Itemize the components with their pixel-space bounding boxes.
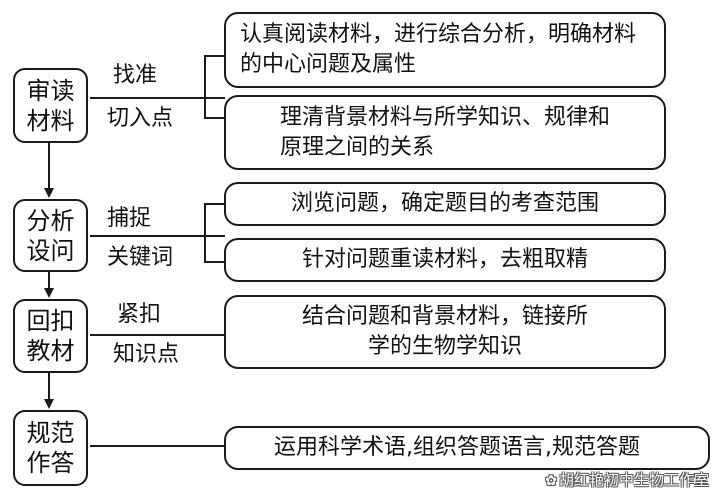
label-step3-bottom: 知识点: [113, 342, 180, 367]
detail-text-1b: 理清背景材料与所学知识、规律和原理之间的关系: [280, 104, 611, 160]
step-box-3: 回扣教材: [13, 299, 88, 373]
bracket-step1: [204, 55, 225, 119]
step-box-2: 分析设问: [13, 199, 88, 272]
watermark-text: 胡红艳初中生物工作室: [558, 471, 709, 489]
detail-text-2a: 浏览问题，确定题目的考查范围: [290, 191, 599, 216]
bracket-step2: [204, 203, 225, 263]
step-box-1: 审读材料: [13, 68, 88, 143]
detail-box-4: 运用科学术语,组织答题语言,规范答题: [224, 426, 710, 470]
detail-box-2a: 浏览问题，确定题目的考查范围: [224, 182, 666, 226]
detail-text-1a: 认真阅读材料，进行综合分析，明确材料的中心问题及属性: [240, 22, 637, 77]
detail-text-2b: 针对问题重读材料，去粗取精: [301, 247, 588, 272]
detail-box-1b: 理清背景材料与所学知识、规律和原理之间的关系: [224, 95, 666, 170]
watermark: ✿胡红艳初中生物工作室: [545, 469, 709, 490]
label-step2-top: 捕捉: [107, 206, 152, 231]
step-title-1: 审读材料: [26, 76, 75, 135]
label-step1-top: 找准: [113, 63, 158, 88]
detail-box-3: 结合问题和背景材料，链接所学的生物学知识: [224, 295, 666, 369]
detail-box-1a: 认真阅读材料，进行综合分析，明确材料的中心问题及属性: [224, 12, 666, 88]
step-title-4: 规范作答: [26, 419, 75, 477]
detail-box-2b: 针对问题重读材料，去粗取精: [224, 238, 666, 282]
detail-text-4: 运用科学术语,组织答题语言,规范答题: [274, 435, 640, 460]
wechat-icon: ✿: [545, 473, 557, 489]
step-title-3: 回扣教材: [26, 307, 75, 365]
step-title-2: 分析设问: [26, 206, 75, 265]
label-step2-bottom: 关键词: [107, 245, 174, 270]
step-box-4: 规范作答: [13, 410, 88, 486]
label-step3-top: 紧扣: [117, 302, 162, 327]
detail-text-3: 结合问题和背景材料，链接所学的生物学知识: [301, 304, 588, 359]
label-step1-bottom: 切入点: [107, 106, 174, 131]
